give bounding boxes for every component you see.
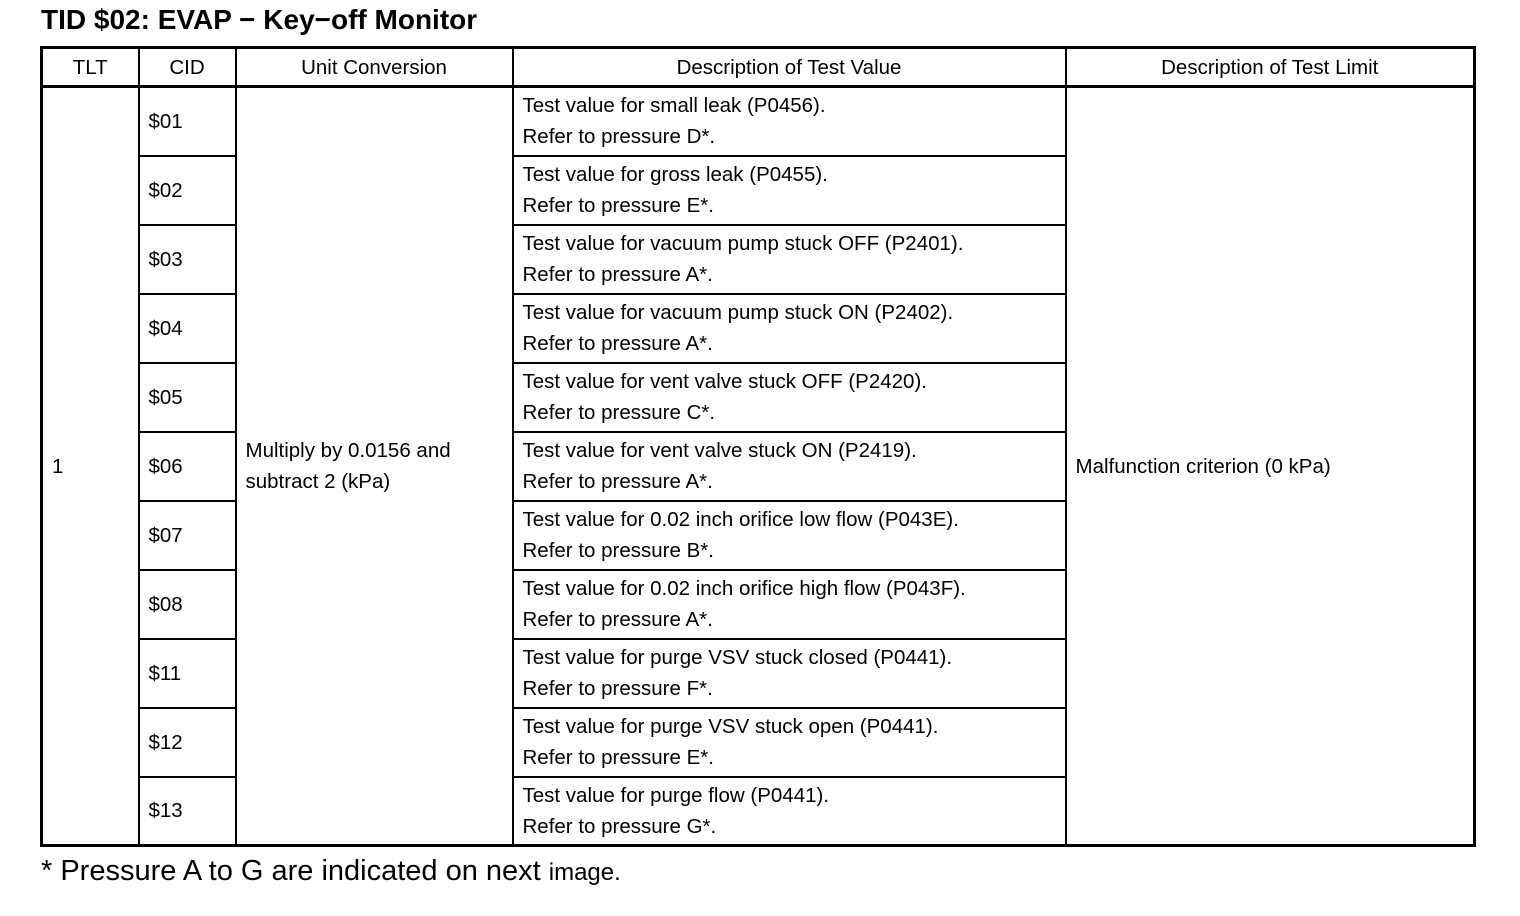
test-value-cell: Test value for gross leak (P0455). Refer …	[511, 154, 1067, 226]
cid-cell: $05	[137, 361, 237, 433]
unit-conversion-cell: Multiply by 0.0156 and subtract 2 (kPa)	[234, 85, 514, 847]
test-value-reference: Refer to pressure E*.	[522, 194, 714, 217]
test-value-reference: Refer to pressure A*.	[522, 263, 713, 286]
cid-cell: $03	[137, 223, 237, 295]
header-tlt: TLT	[40, 46, 140, 88]
test-value-reference: Refer to pressure A*.	[522, 470, 713, 493]
table-row: $11 Test value for purge VSV stuck closed…	[42, 637, 1475, 709]
test-value-cell: Test value for 0.02 inch orifice high fl…	[511, 568, 1067, 640]
test-value-description: Test value for 0.02 inch orifice low flo…	[522, 508, 959, 531]
table-row: $07 Test value for 0.02 inch orifice low …	[42, 499, 1475, 571]
test-value-reference: Refer to pressure B*.	[522, 539, 714, 562]
test-value-description: Test value for gross leak (P0455).	[522, 163, 828, 186]
table-row: $04 Test value for vacuum pump stuck ON (…	[42, 292, 1475, 364]
test-value-reference: Refer to pressure A*.	[522, 608, 713, 631]
cid-cell: $11	[137, 637, 237, 709]
table-row: $05 Test value for vent valve stuck OFF (…	[42, 361, 1475, 433]
table-row: $02 Test value for gross leak (P0455). Ref…	[42, 154, 1475, 226]
test-value-cell: Test value for purge VSV stuck closed (P…	[511, 637, 1067, 709]
test-value-reference: Refer to pressure A*.	[522, 332, 713, 355]
test-value-reference: Refer to pressure C*.	[522, 401, 716, 424]
test-value-cell: Test value for purge flow (P0441). Refer …	[511, 775, 1067, 847]
test-value-cell: Test value for vent valve stuck OFF (P24…	[511, 361, 1067, 433]
test-value-description: Test value for purge VSV stuck open (P04…	[522, 715, 939, 738]
test-value-reference: Refer to pressure E*.	[522, 746, 714, 769]
cid-cell: $06	[137, 430, 237, 502]
cid-cell: $12	[137, 706, 237, 778]
page-title: TID $02: EVAP − Key−off Monitor	[41, 4, 478, 35]
header-cid: CID	[137, 46, 237, 88]
test-value-cell: Test value for small leak (P0456). Refer …	[511, 85, 1067, 157]
unit-conversion-line: Multiply by 0.0156 and	[245, 439, 451, 462]
cid-cell: $01	[137, 85, 237, 157]
cid-cell: $08	[137, 568, 237, 640]
table-header-row: TLT CID Unit Conversion Description of T…	[40, 46, 1476, 88]
test-value-reference: Refer to pressure F*.	[522, 677, 713, 700]
table-row: $08 Test value for 0.02 inch orifice high…	[42, 568, 1475, 640]
test-value-description: Test value for purge flow (P0441).	[522, 783, 830, 807]
test-value-description: Test value for small leak (P0456).	[522, 94, 826, 118]
test-value-cell: Test value for purge VSV stuck open (P04…	[511, 706, 1067, 778]
cid-cell: $02	[137, 154, 237, 226]
header-test-limit: Description of Test Limit	[1064, 46, 1476, 88]
cid-cell: $04	[137, 292, 237, 364]
footnote: * Pressure A to G are indicated on next i…	[41, 852, 621, 892]
unit-conversion-line: subtract 2 (kPa)	[245, 470, 391, 493]
footnote-tail: image.	[548, 859, 621, 886]
table-row: $12 Test value for purge VSV stuck open (…	[42, 706, 1475, 778]
table-row: $03 Test value for vacuum pump stuck OFF …	[42, 223, 1475, 295]
test-value-description: Test value for vent valve stuck ON (P241…	[522, 439, 917, 462]
header-test-value: Description of Test Value	[511, 46, 1067, 88]
test-value-reference: Refer to pressure D*.	[522, 125, 716, 149]
cid-cell: $07	[137, 499, 237, 571]
test-value-cell: Test value for vacuum pump stuck OFF (P2…	[511, 223, 1067, 295]
test-value-description: Test value for vacuum pump stuck OFF (P2…	[522, 232, 964, 255]
monitor-table: TLT CID Unit Conversion Description of T…	[40, 46, 1476, 847]
test-value-cell: Test value for vent valve stuck ON (P241…	[511, 430, 1067, 502]
test-value-reference: Refer to pressure G*.	[522, 814, 717, 838]
tlt-cell: 1	[40, 85, 140, 847]
test-value-cell: Test value for vacuum pump stuck ON (P24…	[511, 292, 1067, 364]
footnote-main: * Pressure A to G are indicated on next	[41, 855, 541, 887]
test-value-description: Test value for vacuum pump stuck ON (P24…	[522, 301, 954, 324]
header-unit-conversion: Unit Conversion	[234, 46, 514, 88]
test-limit-cell: Malfunction criterion (0 kPa)	[1064, 85, 1476, 847]
table-row: $06 Test value for vent valve stuck ON (P…	[42, 430, 1475, 502]
table-row: $13 Test value for purge flow (P0441). Ref…	[42, 775, 1475, 847]
test-value-cell: Test value for 0.02 inch orifice low flo…	[511, 499, 1067, 571]
test-value-description: Test value for vent valve stuck OFF (P24…	[522, 370, 927, 393]
cid-cell: $13	[137, 775, 237, 847]
test-value-description: Test value for purge VSV stuck closed (P…	[522, 646, 953, 669]
test-value-description: Test value for 0.02 inch orifice high fl…	[522, 577, 966, 600]
